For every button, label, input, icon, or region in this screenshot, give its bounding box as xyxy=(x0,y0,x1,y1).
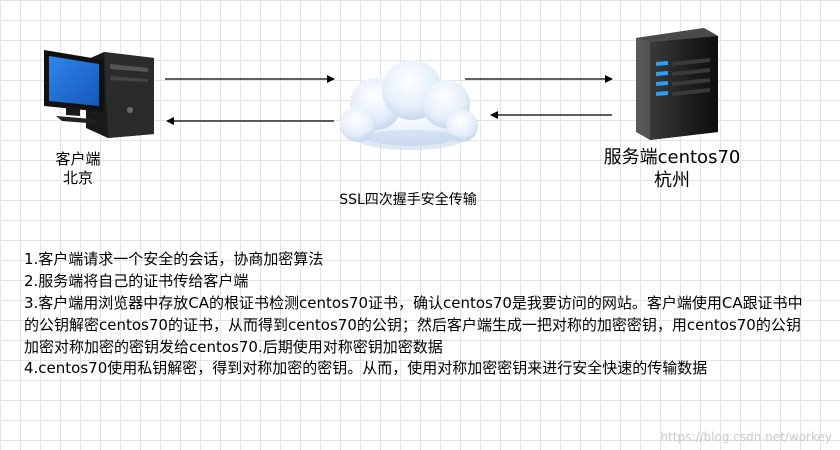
desktop-computer-icon xyxy=(44,50,154,138)
step-item: 4.centos70使用私钥解密，得到对称加密的密钥。从而，使用对称加密密钥来进… xyxy=(24,359,708,378)
step-item: 3.客户端用浏览器中存放CA的根证书检测centos70证书，确认centos7… xyxy=(24,293,803,356)
step-item: 1.客户端请求一个安全的会话，协商加密算法 xyxy=(24,250,324,268)
step-item: 2.服务端将自己的证书传给客户端 xyxy=(24,271,249,290)
server-tower-icon xyxy=(636,28,718,140)
watermark: https://blog.csdn.net/workey xyxy=(660,430,832,444)
steps-list: 1.客户端请求一个安全的会话，协商加密算法 2.服务端将自己的证书传给客户端 3… xyxy=(24,249,808,380)
cloud-icon xyxy=(340,60,478,150)
client-label: 客户端 北京 xyxy=(28,150,128,188)
client-location: 北京 xyxy=(62,168,93,187)
server-name: 服务端centos70 xyxy=(603,147,741,168)
server-location: 杭州 xyxy=(654,169,690,191)
server-led-icon xyxy=(656,61,668,96)
client-name: 客户端 xyxy=(55,150,101,168)
channel-label: SSL四次握手安全传输 xyxy=(339,192,477,208)
server-label: 服务端centos70 杭州 xyxy=(582,147,762,192)
